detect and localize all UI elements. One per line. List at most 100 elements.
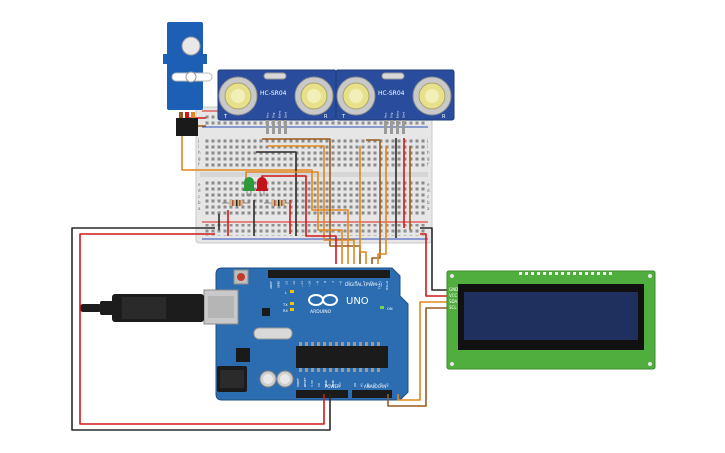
wire-lcd-scl bbox=[387, 307, 448, 407]
wire-lcd-gnd bbox=[420, 227, 448, 291]
digital-pin-label: 2 bbox=[370, 281, 374, 283]
analog-in-label: ANALOG IN bbox=[364, 384, 386, 389]
arduino-uno-board: UNO ARDUINO DIGITAL (PWM~) POWER ANALOG … bbox=[203, 267, 409, 401]
analog-pin-label: A2 bbox=[366, 383, 370, 387]
wire-sensor-trig-b bbox=[377, 146, 387, 264]
sensor-pin-label: Trig bbox=[390, 113, 394, 119]
resistor bbox=[222, 200, 250, 206]
wire-gnd-loop bbox=[71, 227, 331, 431]
sensor-side-label: R bbox=[442, 114, 446, 120]
sensor-pin-label: Gnd bbox=[284, 112, 288, 118]
bb-row-letter: h bbox=[198, 150, 201, 155]
digital-pin-label: AREF bbox=[269, 281, 273, 289]
wire-servo-signal bbox=[181, 136, 349, 264]
digital-header bbox=[268, 270, 390, 278]
digital-pin-label: ~10 bbox=[308, 281, 312, 287]
bb-row-letter: e bbox=[427, 182, 430, 187]
sensor-side-label: T bbox=[223, 114, 228, 120]
sensor-pin bbox=[396, 120, 399, 134]
power-pin-label: GND bbox=[331, 379, 335, 387]
analog-header bbox=[352, 390, 392, 398]
digital-pin-label: ~11 bbox=[300, 281, 304, 287]
arduino-brand-label: ARDUINO bbox=[310, 309, 332, 315]
usb-cable bbox=[80, 294, 204, 322]
led-label-l: L bbox=[285, 291, 287, 295]
bb-row-letter: d bbox=[427, 188, 430, 193]
digital-pin-label: 13 bbox=[284, 281, 288, 285]
wire-lcd-sda bbox=[397, 301, 448, 401]
resistor bbox=[264, 200, 292, 206]
digital-pin-label: ~3 bbox=[362, 281, 366, 286]
sensor-pin-label: Vcc bbox=[384, 112, 388, 118]
sensor-pin-label: Trig bbox=[272, 113, 276, 119]
led bbox=[243, 177, 255, 196]
power-pin-label: 3.3V bbox=[310, 379, 314, 387]
sensor-pin bbox=[284, 120, 287, 134]
digital-pin-label: TX→1 bbox=[377, 281, 381, 290]
bb-row-letter: g bbox=[198, 156, 201, 161]
digital-pin-label: GND bbox=[277, 280, 281, 288]
bb-row-letter: b bbox=[427, 200, 430, 205]
bb-row-letter: f bbox=[198, 162, 200, 167]
bb-row-letter: c bbox=[427, 194, 429, 199]
led-label-on: ON bbox=[387, 307, 393, 311]
servo-motor bbox=[163, 22, 213, 136]
breadboard: j i h g f e d c b a j i h g f e d c b a bbox=[195, 106, 433, 244]
wire-5v-loop bbox=[79, 233, 325, 425]
sensor-side-label: T bbox=[341, 114, 346, 120]
sensor-pin bbox=[402, 120, 405, 134]
power-label: POWER bbox=[325, 384, 340, 389]
digital-pin-label: ~6 bbox=[339, 281, 343, 286]
digital-pin-label: 12 bbox=[292, 281, 296, 285]
digital-pin-label: RX←0 bbox=[385, 281, 389, 290]
lcd-i2c-display: GND VCC SDA SCL bbox=[446, 270, 656, 370]
digital-pin-label: 8 bbox=[323, 281, 327, 283]
bb-row-letter: h bbox=[427, 150, 430, 155]
analog-pin-label: A1 bbox=[360, 383, 364, 387]
sensor-pin-label: Echo bbox=[396, 111, 400, 118]
digital-pin-label: 7 bbox=[331, 281, 335, 283]
power-pin-label: GND bbox=[324, 379, 328, 387]
wire-lcd-vcc bbox=[420, 233, 448, 297]
lcd-pin-gnd: GND bbox=[449, 287, 458, 292]
power-pin-label: RESET bbox=[303, 377, 307, 387]
analog-pin-label: A3 bbox=[373, 383, 377, 387]
lcd-pin-scl: SCL bbox=[449, 305, 457, 310]
analog-pin-label: A5 bbox=[386, 383, 390, 387]
bb-row-letter: d bbox=[198, 188, 201, 193]
bb-row-letter: f bbox=[427, 162, 429, 167]
digital-pin-label: ~9 bbox=[315, 281, 319, 286]
digital-pin-label: ~5 bbox=[346, 281, 350, 286]
wire-led-green bbox=[245, 171, 343, 264]
wire-sensor1-gnd bbox=[256, 151, 297, 236]
bb-row-letter: i bbox=[198, 144, 199, 149]
atmega-chip bbox=[296, 346, 388, 368]
sensor-pin bbox=[390, 120, 393, 134]
bb-row-letter: e bbox=[198, 182, 201, 187]
power-pin-label: IOREF bbox=[296, 378, 300, 387]
power-pin-label: Vin bbox=[338, 382, 342, 387]
arduino-model-label: UNO bbox=[346, 296, 369, 307]
bb-row-letter: i bbox=[427, 144, 428, 149]
sensor-pin-label: Gnd bbox=[402, 112, 406, 118]
bb-row-letter: a bbox=[427, 206, 430, 211]
sensor-pin-label: Echo bbox=[278, 111, 282, 118]
sensor-model-label: HC-SR04 bbox=[378, 90, 405, 97]
sensor-side-label: R bbox=[324, 114, 328, 120]
wire-sensor2-trig bbox=[359, 146, 367, 264]
analog-pin-label: A0 bbox=[353, 383, 357, 387]
analog-pin-label: A4 bbox=[379, 383, 383, 387]
lcd-screen bbox=[464, 292, 638, 340]
lcd-pin-sda: SDA bbox=[449, 299, 458, 304]
power-header bbox=[296, 390, 348, 398]
bb-row-letter: g bbox=[427, 156, 430, 161]
bb-row-letter: j bbox=[197, 138, 199, 143]
servo-connector bbox=[176, 118, 198, 136]
sensor-pin-label: Vcc bbox=[266, 112, 270, 118]
power-pin-label: 5V bbox=[317, 382, 321, 387]
wire-sensor2-echo bbox=[366, 139, 381, 264]
sensor-pin bbox=[272, 120, 275, 134]
